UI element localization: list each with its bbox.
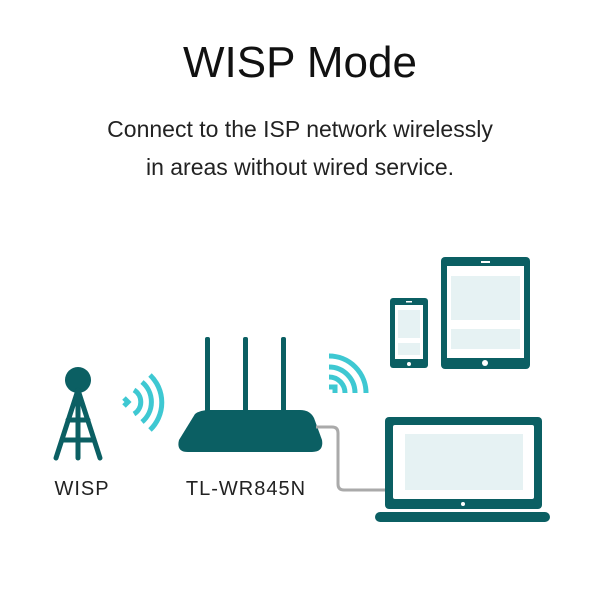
wisp-tower-icon bbox=[53, 367, 103, 461]
tablet-icon bbox=[441, 257, 530, 369]
laptop-icon bbox=[375, 417, 550, 522]
wifi-signal-icon bbox=[328, 353, 369, 394]
router-icon bbox=[178, 337, 323, 452]
smartphone-icon bbox=[390, 298, 428, 368]
router-model-label: TL-WR845N bbox=[186, 478, 306, 500]
wisp-label: WISP bbox=[54, 478, 109, 500]
page-title: WISP Mode bbox=[183, 38, 417, 87]
wireless-signal-icon bbox=[122, 373, 165, 432]
subtitle-line-1: Connect to the ISP network wirelessly bbox=[107, 116, 493, 142]
ethernet-cable bbox=[316, 425, 386, 492]
subtitle-line-2: in areas without wired service. bbox=[145, 154, 455, 180]
